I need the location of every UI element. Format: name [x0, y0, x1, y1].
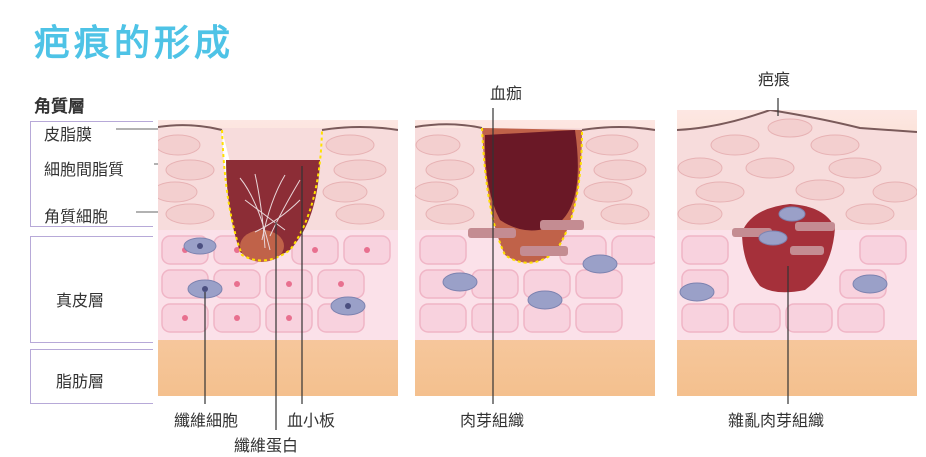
granulation-label: 肉芽組織: [460, 411, 525, 430]
keratinocyte-label: 角質細胞: [44, 207, 109, 226]
panel-scar: [677, 110, 917, 396]
platelet-label: 血小板: [287, 411, 336, 430]
keratin-layer-label: 角質層: [34, 97, 85, 117]
scar-label: 疤痕: [758, 70, 791, 89]
fibrin-label: 纖維蛋白: [234, 436, 299, 455]
dermis-bracket: [30, 236, 153, 343]
disordered-granulation-label: 雜亂肉芽組織: [728, 411, 825, 430]
page-title: 疤痕的形成: [34, 23, 235, 64]
epidermis-bracket: [30, 121, 153, 227]
dermis-label: 真皮層: [56, 291, 105, 310]
sebum-film-label: 皮脂膜: [44, 125, 93, 144]
fibroblast-label: 纖維細胞: [174, 411, 239, 430]
intercellular-lipid-label: 細胞間脂質: [44, 160, 125, 179]
panel-wound: [158, 120, 398, 396]
fat-bracket: [30, 349, 153, 404]
scab-label: 血痂: [490, 84, 523, 103]
fat-layer-label: 脂肪層: [56, 372, 105, 391]
panel-scab: [415, 120, 655, 396]
